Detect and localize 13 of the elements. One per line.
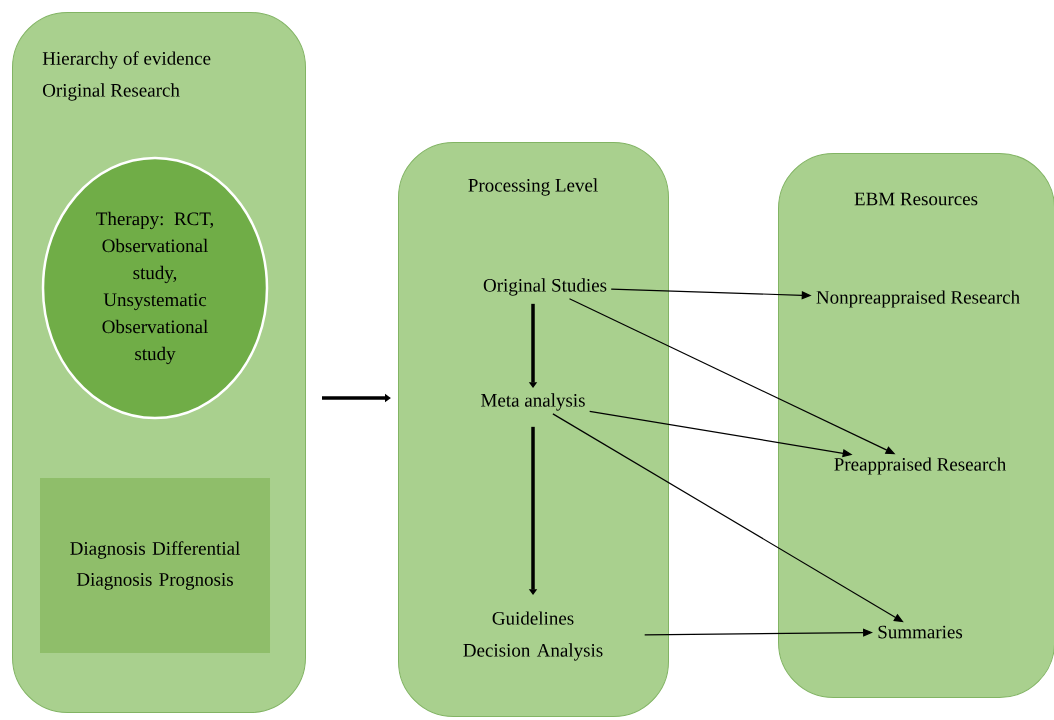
- label: Summaries: [878, 625, 963, 639]
- panel-title: Processing Level: [468, 178, 598, 196]
- label: Meta analysis: [481, 393, 585, 411]
- label: Preappraised Research: [834, 457, 1007, 475]
- arrow: [552, 413, 904, 623]
- arrow: [644, 628, 873, 637]
- label: Nonpreappraised Research: [816, 290, 1020, 308]
- rounded-box: Diagnosis Differential Diagnosis Prognosis: [40, 478, 270, 653]
- label: Guidelines Decision Analysis: [463, 611, 603, 661]
- label: Original Studies: [483, 278, 607, 296]
- panel-title: EBM Resources: [854, 192, 978, 206]
- panel-title: Hierarchy of evidence: [42, 51, 211, 69]
- panel-title: Original Research: [43, 83, 180, 101]
